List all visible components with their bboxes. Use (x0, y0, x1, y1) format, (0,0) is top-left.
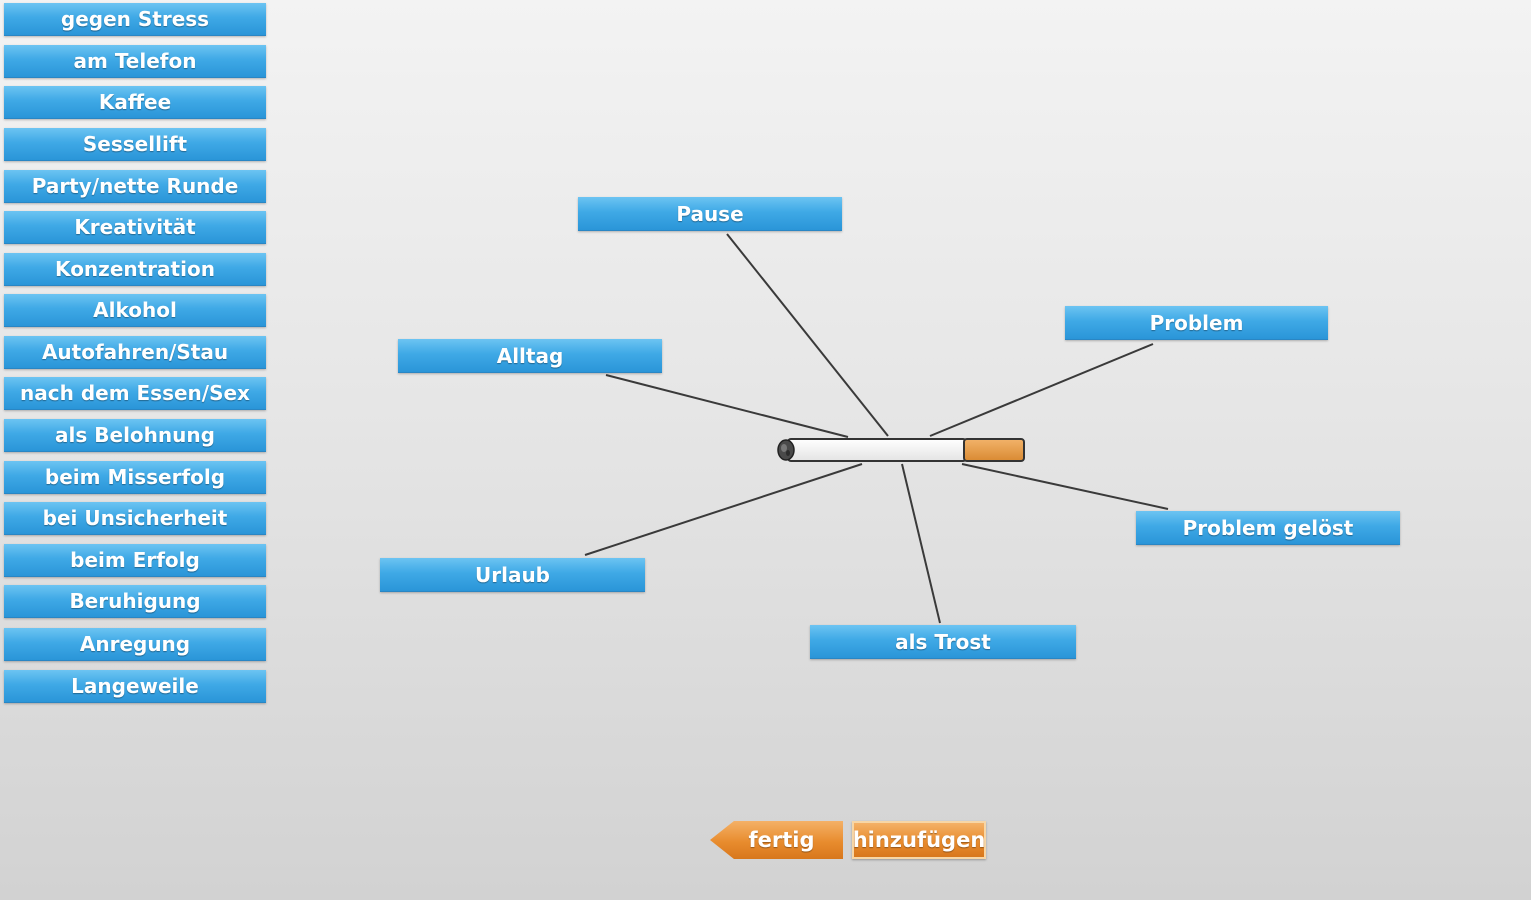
line-urlaub (584, 463, 863, 556)
cigarette-icon (774, 437, 1028, 464)
sidebar-item-gegen-stress[interactable]: gegen Stress (4, 3, 266, 36)
node-als-trost[interactable]: als Trost (810, 625, 1076, 659)
line-alltag (605, 374, 849, 438)
sidebar-item-autofahren[interactable]: Autofahren/Stau (4, 336, 266, 369)
line-problem-geloest (961, 463, 1169, 510)
sidebar-item-bei-unsicherheit[interactable]: bei Unsicherheit (4, 502, 266, 535)
sidebar-item-langeweile[interactable]: Langeweile (4, 670, 266, 703)
node-pause[interactable]: Pause (578, 197, 842, 231)
sidebar-item-nach-dem-essen[interactable]: nach dem Essen/Sex (4, 377, 266, 410)
line-als-trost (901, 463, 941, 624)
node-urlaub[interactable]: Urlaub (380, 558, 645, 592)
sidebar-item-kaffee[interactable]: Kaffee (4, 86, 266, 119)
sidebar-item-party[interactable]: Party/nette Runde (4, 170, 266, 203)
sidebar-item-beruhigung[interactable]: Beruhigung (4, 585, 266, 618)
sidebar-item-konzentration[interactable]: Konzentration (4, 253, 266, 286)
sidebar-item-als-belohnung[interactable]: als Belohnung (4, 419, 266, 452)
line-problem (929, 343, 1154, 437)
node-problem-geloest[interactable]: Problem gelöst (1136, 511, 1400, 545)
node-alltag[interactable]: Alltag (398, 339, 662, 373)
sidebar-item-beim-misserfolg[interactable]: beim Misserfolg (4, 461, 266, 494)
done-button[interactable]: fertig (710, 821, 843, 859)
sidebar-item-sessellift[interactable]: Sessellift (4, 128, 266, 161)
sidebar-item-anregung[interactable]: Anregung (4, 628, 266, 661)
add-button[interactable]: hinzufügen (852, 821, 986, 859)
node-problem[interactable]: Problem (1065, 306, 1328, 340)
sidebar-item-alkohol[interactable]: Alkohol (4, 294, 266, 327)
sidebar-item-kreativitaet[interactable]: Kreativität (4, 211, 266, 244)
sidebar-item-am-telefon[interactable]: am Telefon (4, 45, 266, 78)
sidebar-item-beim-erfolg[interactable]: beim Erfolg (4, 544, 266, 577)
line-pause (726, 233, 889, 437)
